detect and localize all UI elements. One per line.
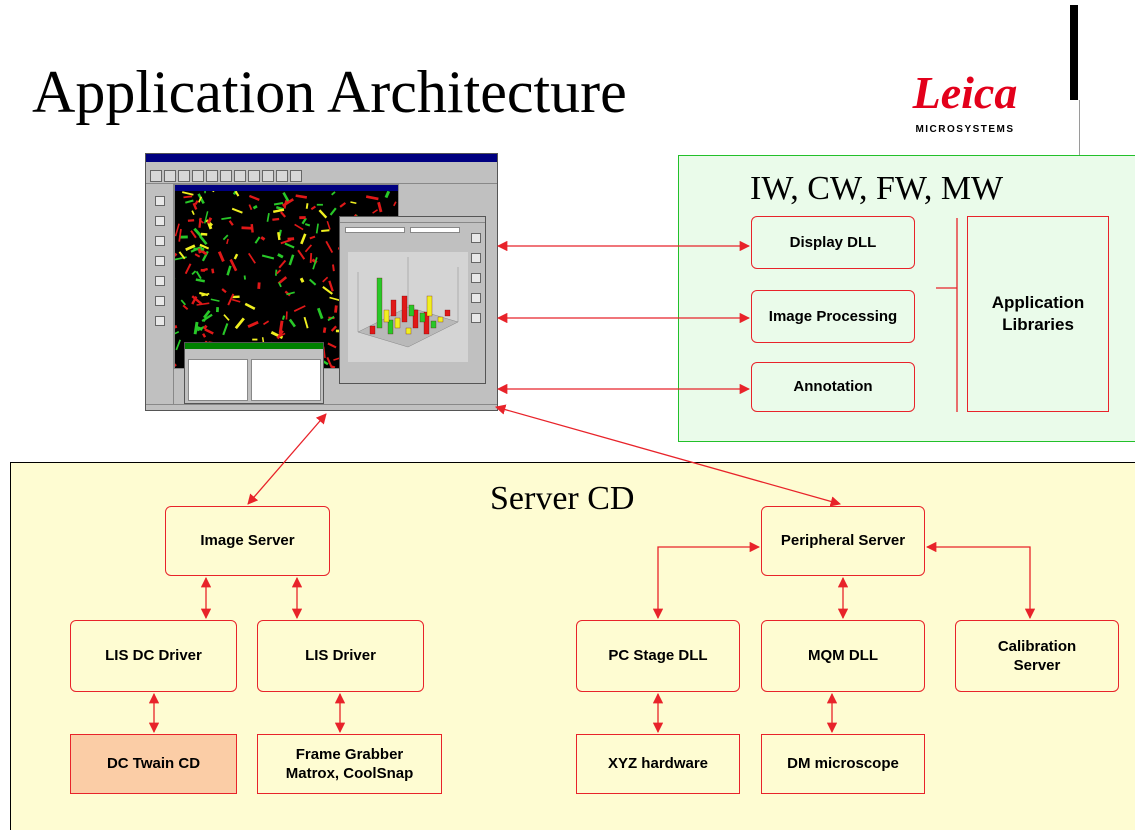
toolbar-icon	[192, 170, 204, 182]
tool-icon	[155, 316, 165, 326]
client-panel-title: IW, CW, FW, MW	[750, 170, 1004, 207]
chart-parameter-field	[345, 227, 405, 233]
analysis-results-list	[251, 359, 321, 401]
peripheral-server-box: Peripheral Server	[761, 506, 925, 576]
image-processing-box: Image Processing	[751, 290, 915, 343]
tool-icon	[155, 296, 165, 306]
lis-driver-box: LIS Driver	[257, 620, 424, 692]
application-screenshot	[145, 153, 498, 411]
client-panel	[678, 155, 1135, 442]
tool-icon	[155, 196, 165, 206]
dm-microscope-box: DM microscope	[761, 734, 925, 794]
tool-icon	[155, 216, 165, 226]
lis-dc-driver-box: LIS DC Driver	[70, 620, 237, 692]
display-dll-box: Display DLL	[751, 216, 915, 269]
toolbar-icon	[262, 170, 274, 182]
toolbar-icon	[234, 170, 246, 182]
calibration-server-box: Calibration Server	[955, 620, 1119, 692]
chart-3d-plot	[348, 252, 468, 362]
logo-divider-line	[1079, 100, 1080, 205]
screenshot-analysis-window	[184, 342, 324, 404]
toolbar-icon	[150, 170, 162, 182]
chart-window-tabs	[340, 217, 485, 223]
toolbar-icon	[220, 170, 232, 182]
chart-option-field	[410, 227, 460, 233]
server-panel-title: Server CD	[490, 480, 635, 517]
chart-side-toolbar	[468, 231, 485, 371]
analysis-tree	[188, 359, 248, 401]
tool-icon	[471, 293, 481, 303]
slide-title: Application Architecture	[32, 59, 627, 125]
tool-icon	[471, 273, 481, 283]
analysis-window-titlebar	[185, 343, 323, 349]
tool-icon	[471, 313, 481, 323]
image-server-box: Image Server	[165, 506, 330, 576]
tool-icon	[471, 233, 481, 243]
leica-logo-subtitle: MICROSYSTEMS	[915, 124, 1015, 135]
screenshot-tool-panel	[146, 184, 174, 404]
pc-stage-dll-box: PC Stage DLL	[576, 620, 740, 692]
tool-icon	[471, 253, 481, 263]
xyz-hardware-box: XYZ hardware	[576, 734, 740, 794]
annotation-box: Annotation	[751, 362, 915, 412]
tool-icon	[155, 236, 165, 246]
tool-icon	[155, 256, 165, 266]
tool-icon	[155, 276, 165, 286]
screenshot-statusbar	[146, 404, 497, 410]
image-window-titlebar	[175, 185, 398, 191]
frame-grabber-box: Frame Grabber Matrox, CoolSnap	[257, 734, 442, 794]
toolbar-icon	[178, 170, 190, 182]
logo-divider-bar	[1070, 5, 1078, 100]
application-libraries-box: Application Libraries	[967, 216, 1109, 412]
screenshot-menubar	[146, 162, 497, 169]
mqm-dll-box: MQM DLL	[761, 620, 925, 692]
screenshot-chart-window	[339, 216, 486, 384]
toolbar-icon	[276, 170, 288, 182]
screenshot-titlebar	[146, 154, 497, 162]
toolbar-icon	[164, 170, 176, 182]
toolbar-icon	[206, 170, 218, 182]
screenshot-toolbar	[146, 169, 497, 184]
dc-twain-cd-box: DC Twain CD	[70, 734, 237, 794]
toolbar-icon	[248, 170, 260, 182]
leica-logo: Leica	[912, 67, 1018, 118]
toolbar-icon	[290, 170, 302, 182]
